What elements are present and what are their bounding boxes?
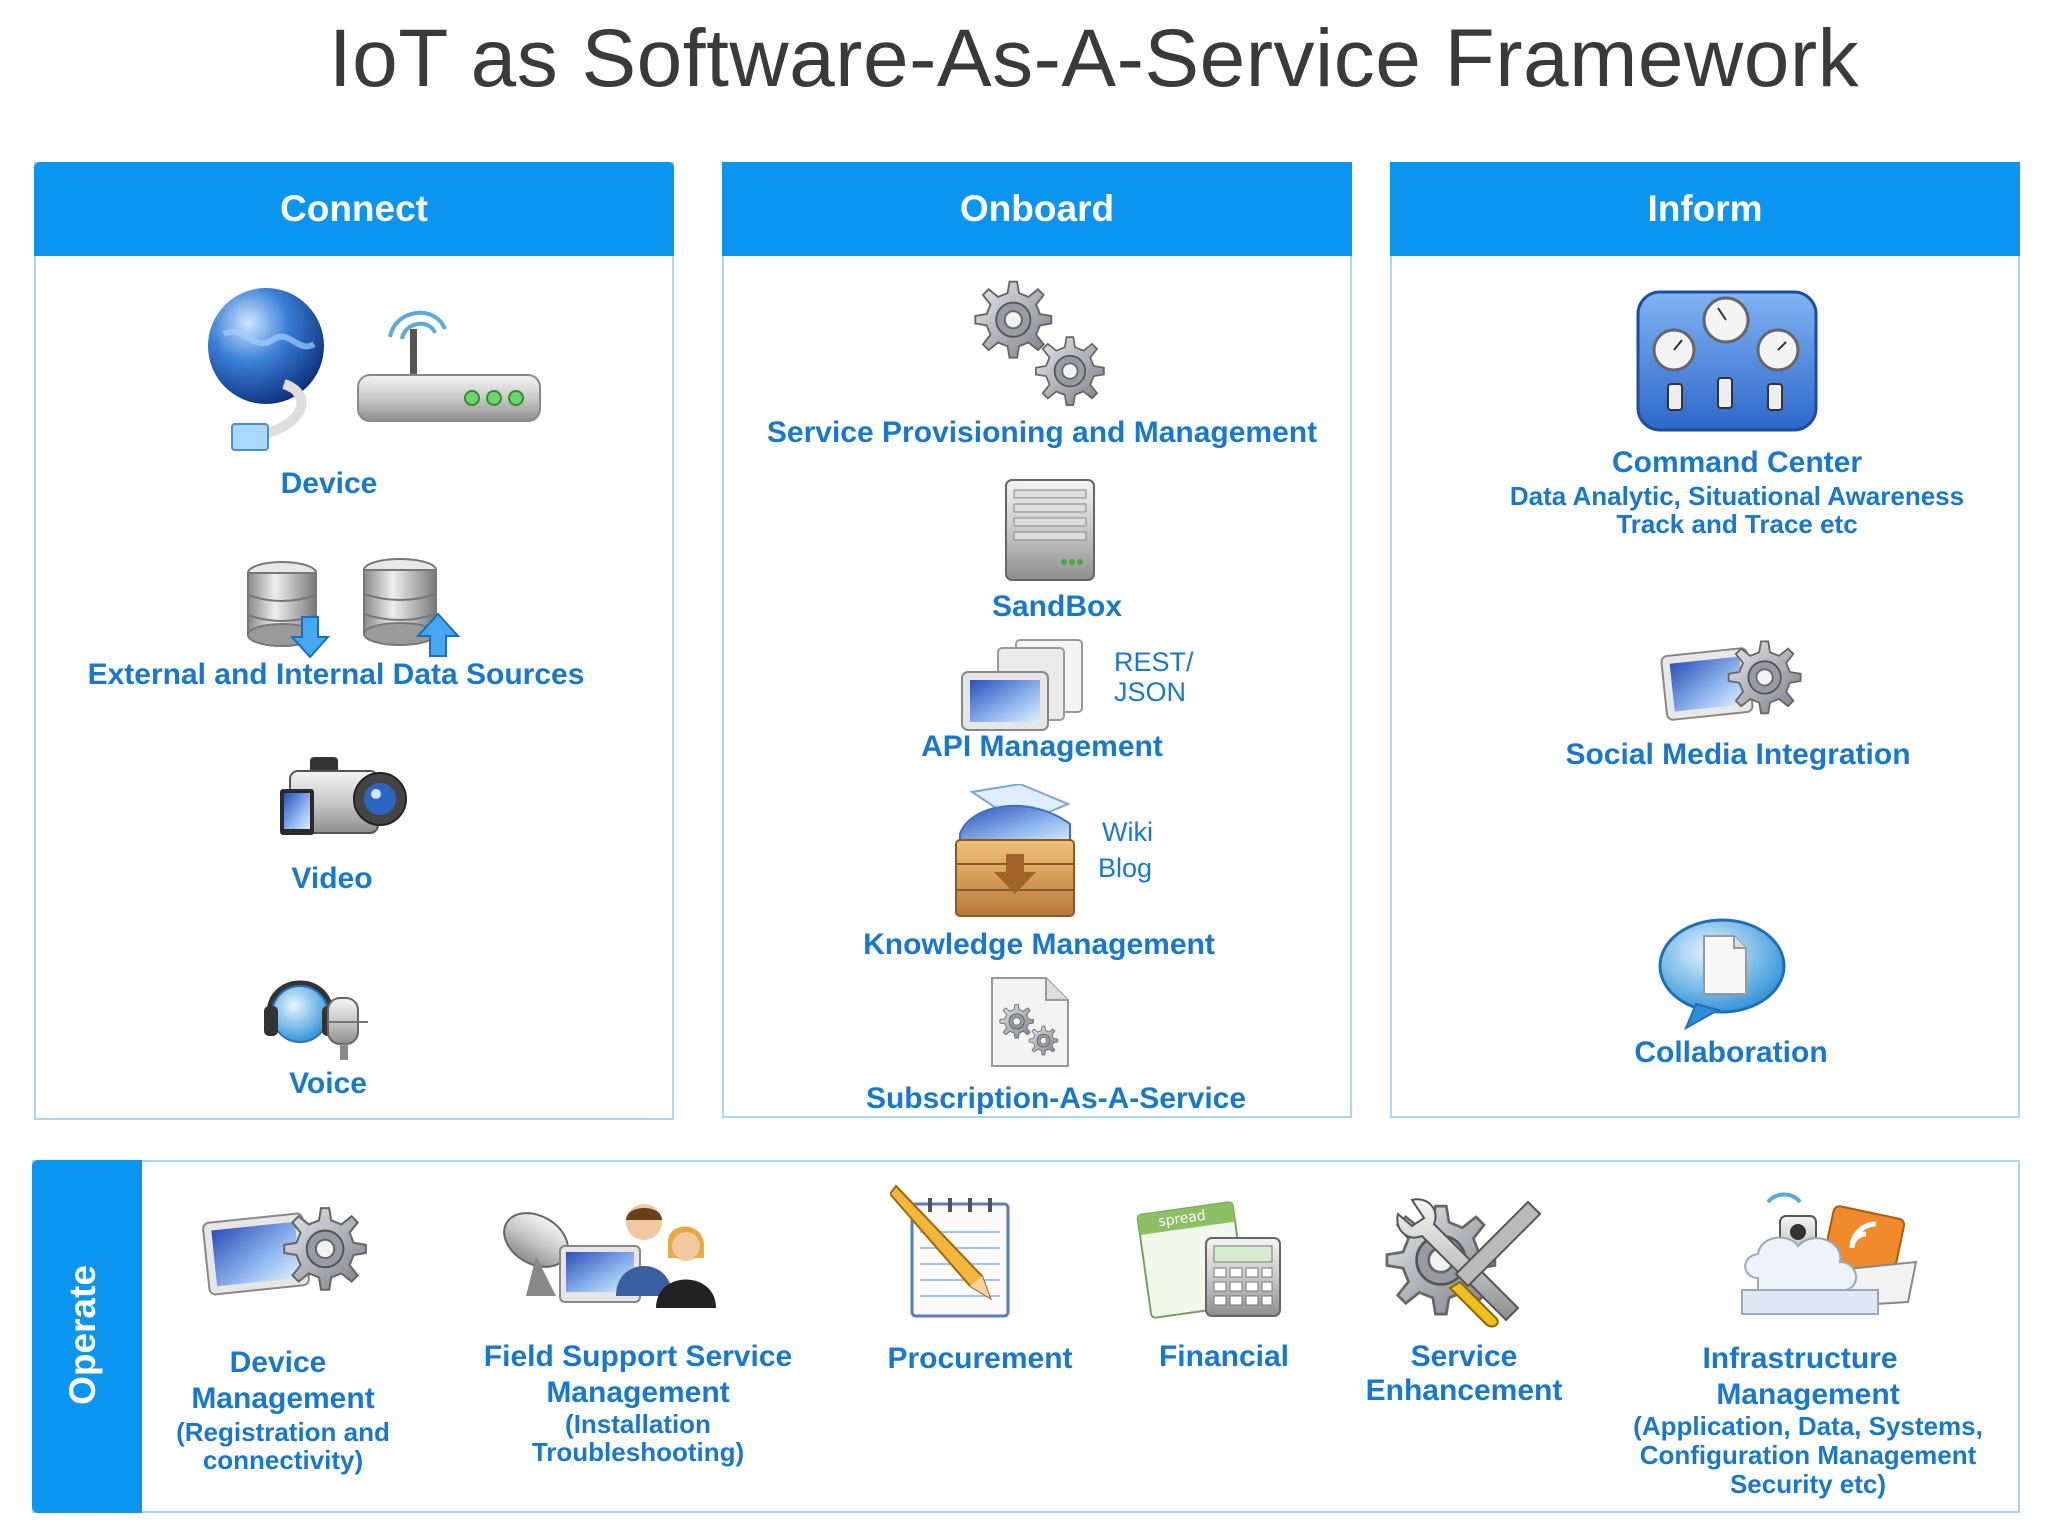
database-upload-icon [363, 558, 460, 657]
data-sources-label: External and Internal Data Sources [87, 658, 585, 691]
gear-document-icon [991, 977, 1069, 1067]
collaboration-label: Collaboration [1634, 1036, 1828, 1069]
infrastructure-sub-2: Configuration Management [1639, 1440, 1977, 1470]
video-camera-icon [280, 757, 407, 835]
provisioning-label: Service Provisioning and Management [766, 416, 1318, 449]
database-download-icon [247, 561, 331, 659]
connect-header: Connect [34, 162, 674, 256]
inform-panel: Inform Command Center Data Analytic, Sit… [1390, 162, 2020, 1118]
service-enhancement-label-2: Enhancement [1365, 1374, 1563, 1407]
api-management-label: API Management [921, 730, 1163, 763]
procurement-notepad-icon [890, 1184, 1010, 1318]
headset-microphone-icon [264, 980, 368, 1060]
onboard-panel: Onboard Service Provisioning and Managem… [722, 162, 1352, 1118]
spreadsheet-text: spread [1157, 1208, 1206, 1230]
device-label: Device [280, 467, 378, 500]
blog-label: Blog [1098, 853, 1153, 883]
operate-header-label: Operate [62, 1265, 103, 1405]
voice-label: Voice [289, 1067, 367, 1100]
service-enhancement-label-1: Service [1410, 1340, 1518, 1373]
page-title: IoT as Software-As-A-Service Framework [328, 13, 1860, 104]
command-center-dashboard-icon [1636, 290, 1818, 432]
device-management-label-2: Management [191, 1382, 375, 1415]
globe-icon [208, 288, 324, 451]
server-icon [1005, 479, 1095, 581]
video-label: Video [291, 862, 373, 895]
operate-header: Operate [32, 1160, 142, 1513]
device-management-sub-2: connectivity) [202, 1445, 364, 1475]
procurement-label: Procurement [887, 1342, 1073, 1375]
infrastructure-sub-3: Security etc) [1729, 1469, 1887, 1499]
infrastructure-cloud-icon [1741, 1192, 1918, 1315]
subscription-label: Subscription-As-A-Service [865, 1082, 1247, 1115]
collaboration-bubble-icon [1658, 918, 1786, 1030]
api-windows-icon [961, 639, 1083, 731]
device-management-label-1: Device [229, 1346, 327, 1379]
gears-icon [974, 280, 1105, 406]
knowledge-box-icon [955, 784, 1075, 917]
inform-header: Inform [1390, 162, 2020, 256]
social-media-label: Social Media Integration [1565, 738, 1911, 771]
connect-panel: Connect Device External and Internal Dat… [34, 162, 674, 1120]
operate-panel [32, 1160, 2020, 1513]
field-support-sub-1: (Installation [565, 1409, 711, 1439]
sandbox-label: SandBox [991, 590, 1123, 623]
command-center-sub2: Track and Trace etc [1616, 509, 1858, 539]
json-label: JSON [1114, 677, 1187, 707]
command-center-sub1: Data Analytic, Situational Awareness [1509, 481, 1965, 511]
onboard-header: Onboard [722, 162, 1352, 256]
infrastructure-label-1: Infrastructure [1702, 1342, 1898, 1375]
infrastructure-label-2: Management [1716, 1378, 1900, 1411]
field-support-label-2: Management [546, 1376, 730, 1409]
social-media-gear-screen-icon [1660, 640, 1802, 721]
field-support-label-1: Field Support Service [483, 1340, 793, 1373]
router-icon [357, 310, 541, 422]
financial-spreadsheet-icon: spread [1136, 1201, 1281, 1319]
device-management-sub-1: (Registration and [176, 1417, 390, 1447]
service-enhancement-tools-icon [1385, 1198, 1542, 1328]
command-center-label: Command Center [1611, 446, 1863, 479]
device-management-icon [202, 1207, 367, 1296]
infrastructure-sub-1: (Application, Data, Systems, [1633, 1411, 1983, 1441]
wiki-label: Wiki [1102, 817, 1153, 847]
financial-label: Financial [1158, 1340, 1290, 1373]
field-support-icon [503, 1204, 716, 1308]
rest-label: REST/ [1114, 647, 1194, 677]
knowledge-management-label: Knowledge Management [863, 928, 1215, 961]
field-support-sub-2: Troubleshooting) [531, 1437, 745, 1467]
